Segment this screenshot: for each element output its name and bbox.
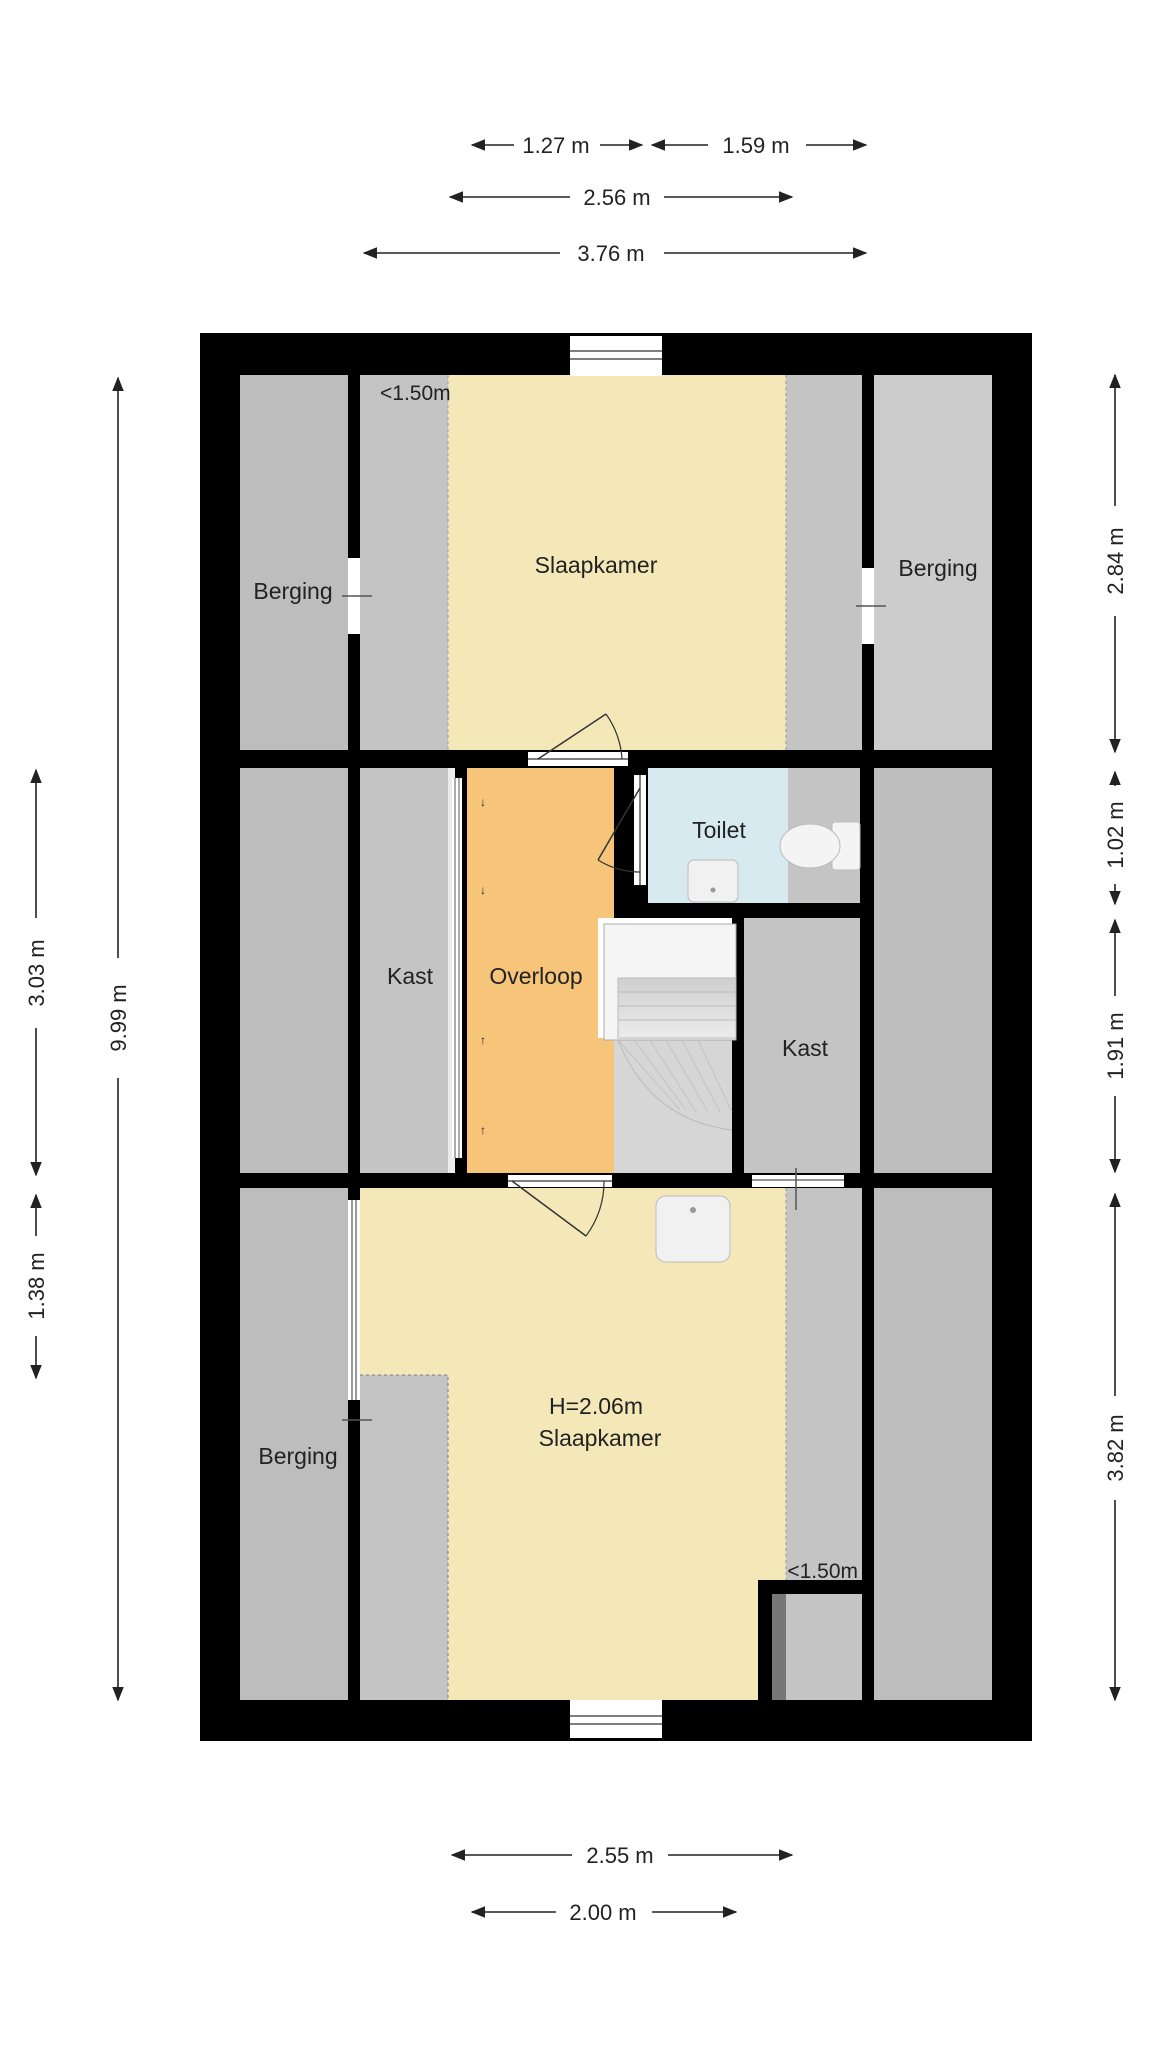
bedroom-top [448,375,786,750]
room-label-bedroom-top: Slaapkamer [535,552,658,578]
door-swing-icon [508,1175,612,1237]
note-low-ceiling-bottom: <1.50m [787,1560,858,1583]
window-icon [570,336,662,376]
dimension-bottom-2: 2.00 m [569,1900,636,1925]
room-label-bedroom-bottom: Slaapkamer [539,1425,662,1451]
room-label-storage-bottom-left: Berging [258,1443,337,1469]
dimension-left-1: 3.03 m [24,939,49,1006]
landing [466,768,614,1173]
storage-bottom-right [874,1188,992,1700]
toilet-icon [779,821,861,871]
closet-right [744,918,860,1173]
svg-text:↑: ↑ [480,1033,486,1047]
dimension-right-4: 3.82 m [1103,1414,1128,1481]
corner-wall [758,1580,862,1594]
room-label-toilet: Toilet [692,817,746,843]
window-icon [342,558,372,634]
room-label-bedroom-bottom-height: H=2.06m [549,1393,643,1419]
svg-text:↓: ↓ [480,883,486,897]
wall [614,903,860,918]
window-icon [570,1700,662,1738]
window-icon [452,778,462,1158]
note-low-ceiling-top: <1.50m [380,382,451,405]
svg-text:↑: ↑ [480,1123,486,1137]
window-icon [856,568,886,644]
storage-mid-left [240,768,348,1173]
corner-closet [772,1594,786,1700]
dimension-top-4: 3.76 m [577,241,644,266]
storage-bottom-left [240,1188,348,1700]
dimension-left-total: 9.99 m [106,984,131,1051]
sink-icon [687,859,739,903]
room-label-closet-right: Kast [782,1035,829,1061]
storage-bottom-knee-right [786,1188,862,1700]
room-label-closet-left: Kast [387,963,434,989]
arrow-icon: ↓ ↓ ↑ ↑ [480,795,486,1137]
storage-top-left [240,375,348,750]
sink-icon [655,1195,731,1263]
room-label-storage-top-right: Berging [898,555,977,581]
storage-top-right [874,375,992,750]
dimension-right-3: 1.91 m [1103,1012,1128,1079]
window-icon [342,1200,372,1421]
door-swing-icon [528,713,628,766]
stairs-icon [603,923,737,1131]
dimension-top-3: 2.56 m [583,185,650,210]
bedroom-bottom-knee [360,1375,448,1700]
door-swing-icon [597,775,646,885]
corner-wall [758,1580,772,1700]
storage-mid-right [874,768,992,1173]
window-icon [752,1168,844,1210]
room-label-storage-top-left: Berging [253,578,332,604]
dimension-left-2: 1.38 m [24,1252,49,1319]
dimension-top-2: 1.59 m [722,133,789,158]
dimension-right-1: 2.84 m [1103,527,1128,594]
dimension-top-1: 1.27 m [522,133,589,158]
storage-top-knee-left [360,375,448,750]
room-label-landing: Overloop [489,963,582,989]
svg-text:↓: ↓ [480,795,486,809]
dimension-right-2: 1.02 m [1103,801,1128,868]
closet-left [360,768,448,1173]
dimension-bottom-1: 2.55 m [586,1843,653,1868]
storage-top-knee-right [786,375,862,750]
